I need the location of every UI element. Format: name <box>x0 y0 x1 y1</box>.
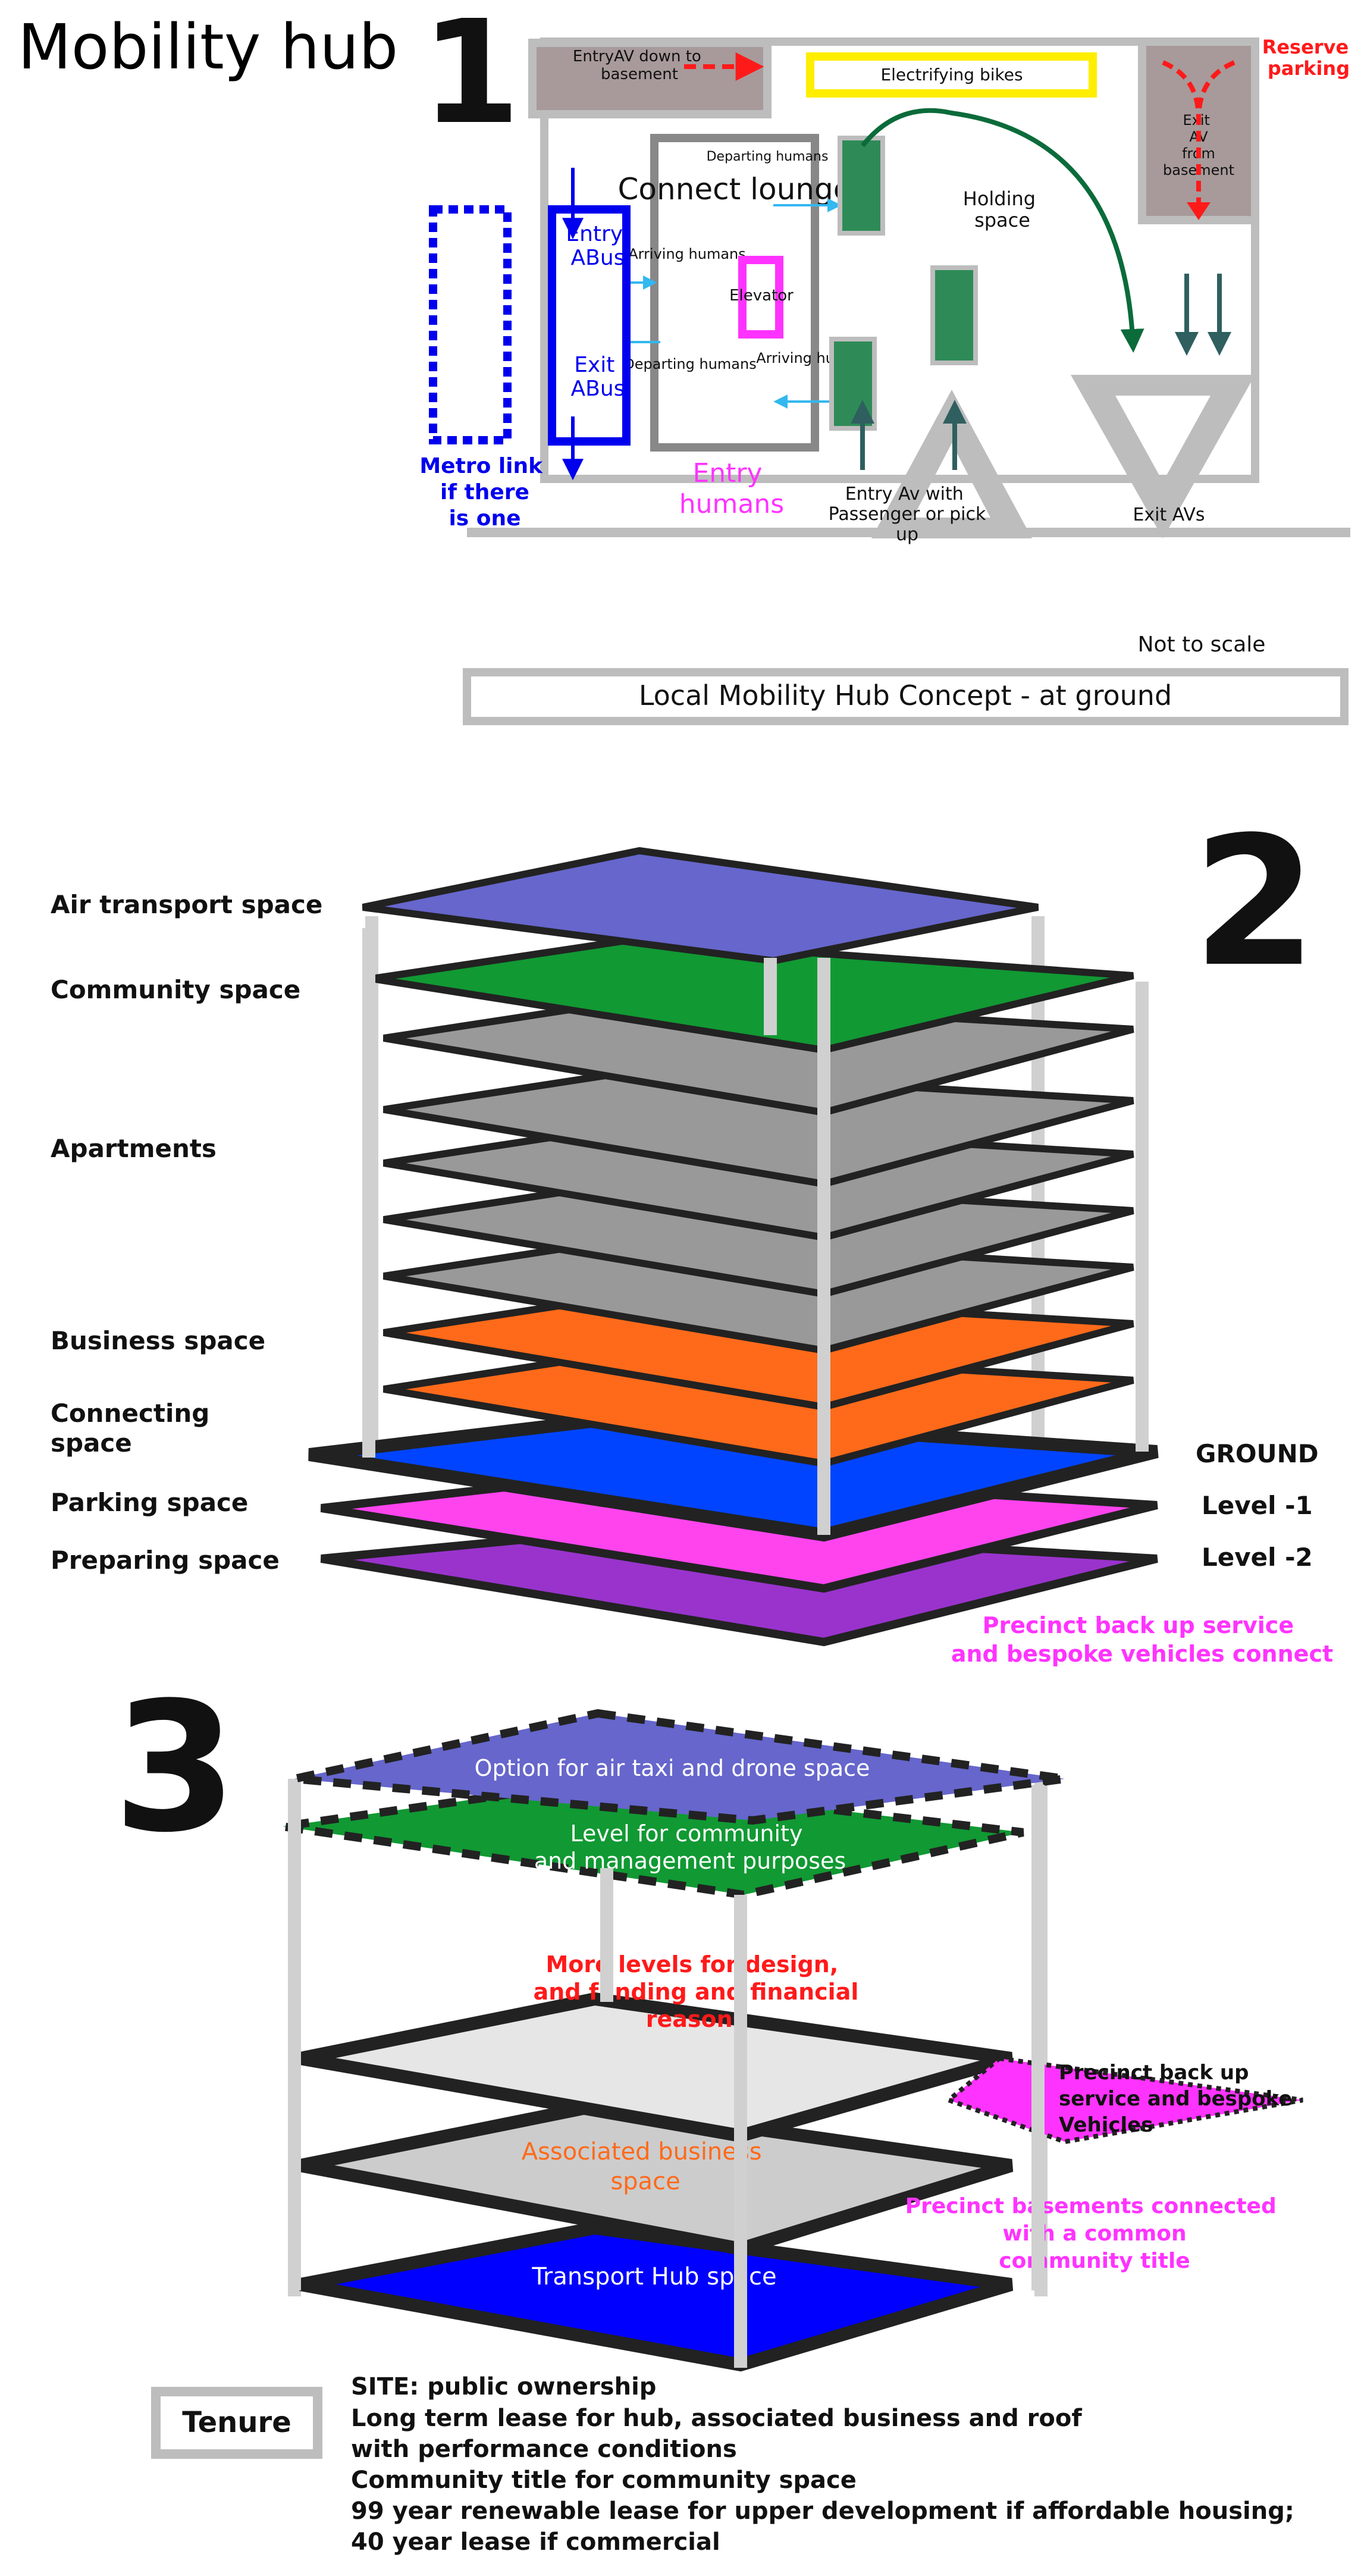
tenure-line-1: Long term lease for hub, associated busi… <box>351 2405 1082 2432</box>
label-parking: Parking space <box>51 1488 248 1517</box>
page-title: Mobility hub <box>18 11 398 83</box>
green-pod-2 <box>930 265 978 365</box>
entry-abus-box <box>548 205 631 446</box>
tenure-label: Tenure <box>182 2406 291 2439</box>
precinct-note: Precinct back up service and bespoke veh… <box>951 1612 1333 1667</box>
exit-av-down-arrow <box>1187 202 1211 220</box>
wrapped-line: space <box>974 209 1030 231</box>
tenure-line-0: SITE: public ownership <box>351 2373 656 2400</box>
associated-business-label: Associated business space <box>522 2138 770 2195</box>
caption-box <box>463 668 1349 725</box>
more-levels-label: More levels for design, and funding and … <box>534 1951 859 2032</box>
section-3-number: 3 <box>113 1664 237 1872</box>
entry-av-triangle <box>871 390 1032 538</box>
green-curve-arrow <box>860 108 1144 353</box>
section-2-building-stack: 2 Air transport space Community space Ap… <box>51 798 1333 1667</box>
not-to-scale-label: Not to scale <box>1138 632 1266 657</box>
exit-abus-label: Exit ABus <box>571 353 625 401</box>
entry-abus-label: Entry ABus <box>566 222 629 270</box>
wrapped-line: service and bespoke <box>1059 2087 1292 2111</box>
tenure-line-4: 99 year renewable lease for upper develo… <box>351 2497 1294 2525</box>
air-option-label: Option for air taxi and drone space <box>475 1755 870 1781</box>
precinct-basements-label: Precinct basements connected with a comm… <box>905 2194 1284 2273</box>
label-connecting: Connecting space <box>51 1399 218 1458</box>
wrapped-line: ABus <box>571 246 625 270</box>
exit-avs-label: Exit AVs <box>1133 504 1205 525</box>
green-pod-1 <box>838 136 885 236</box>
section-3-tenure-stack: 3 Transport Hub space Associated busines… <box>113 1664 1303 2556</box>
entry-av-basement-label: EntryAV down to basement <box>573 48 706 83</box>
entry-humans-label: Entry humans <box>679 458 784 519</box>
connect-lounge-box <box>650 134 819 452</box>
departing-humans-bottom-label: Departing humans <box>623 356 756 372</box>
metro-link-box <box>429 205 512 444</box>
section-1-number: 1 <box>421 0 520 156</box>
wrapped-line: Vehicles <box>1059 2113 1153 2137</box>
wrapped-line: basement <box>601 65 678 83</box>
label-ground: GROUND <box>1196 1439 1319 1468</box>
label-level-minus-2: Level -2 <box>1202 1543 1313 1572</box>
label-apartments: Apartments <box>51 1134 217 1163</box>
wrapped-line: space <box>610 2168 680 2195</box>
wrapped-line: Passenger or pick <box>829 504 986 525</box>
wrapped-line: if there <box>440 480 529 504</box>
wrapped-line: up <box>896 524 918 545</box>
floor-transport-hub <box>299 2221 1014 2372</box>
electrifying-bikes-box <box>806 52 1097 98</box>
arriving-humans-left-label: Arriving humans <box>628 246 746 262</box>
caption-text: Local Mobility Hub Concept - at ground <box>639 679 1172 712</box>
connect-lounge-label: Connect lounge <box>618 172 852 206</box>
holding-space-label: Holding space <box>963 187 1042 231</box>
section-1-ground-plan: Mobility hub 1 EntryAV down to basement … <box>18 0 1356 725</box>
reserve-parking-label: Reserve parking <box>1262 36 1356 80</box>
wrapped-line: with a common <box>1002 2221 1186 2246</box>
label-community: Community space <box>51 975 300 1004</box>
wrapped-line: is one <box>449 506 520 531</box>
exit-av-triangle <box>1071 375 1255 538</box>
wrapped-line: community title <box>999 2249 1190 2273</box>
wrapped-line: and bespoke vehicles connect <box>951 1641 1333 1667</box>
elevator-label: Elevator <box>729 287 794 305</box>
tenure-line-5: 40 year lease if commercial <box>351 2528 720 2556</box>
wrapped-line: ABus <box>571 377 625 401</box>
label-air-transport: Air transport space <box>51 890 322 919</box>
electrifying-bikes-label: Electrifying bikes <box>880 65 1023 84</box>
green-pod-3 <box>829 337 877 431</box>
wrapped-line: space <box>51 1428 132 1458</box>
wrapped-line: reasons <box>646 2006 747 2032</box>
elevator-box <box>738 256 783 339</box>
tenure-box <box>151 2387 322 2459</box>
tenure-line-3: Community title for community space <box>351 2467 857 2494</box>
tenure-line-2: with performance conditions <box>351 2436 737 2463</box>
wrapped-line: and management purposes <box>534 1848 846 1874</box>
wrapped-line: parking <box>1268 57 1350 80</box>
section-2-number: 2 <box>1193 798 1317 1006</box>
wrapped-line: humans <box>679 489 784 519</box>
label-preparing: Preparing space <box>51 1546 280 1575</box>
departing-humans-top-label: Departing humans <box>707 149 829 164</box>
label-level-minus-1: Level -1 <box>1202 1491 1313 1520</box>
floor-air-taxi-dashed <box>293 1709 1065 1825</box>
site-outline <box>540 37 1259 483</box>
wrapped-line: and funding and financial <box>534 1979 859 2005</box>
entry-av-box <box>528 39 772 118</box>
label-business: Business space <box>51 1326 265 1355</box>
community-level-label: Level for community and management purpo… <box>534 1820 846 1874</box>
floor-air-transport <box>362 847 1039 965</box>
reserve-parking-arrows <box>1162 60 1235 205</box>
